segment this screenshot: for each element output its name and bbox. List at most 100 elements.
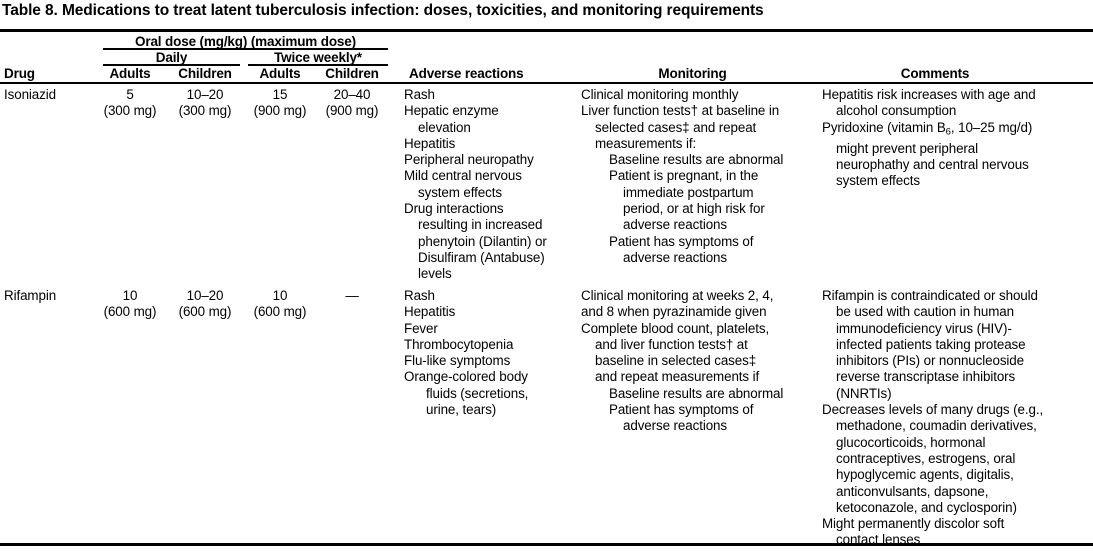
list-item: adverse reactions bbox=[623, 249, 727, 265]
monitoring-list: Clinical monitoring at weeks 2, 4, and 8… bbox=[581, 288, 819, 435]
cell-daily-adults: 5 (300 mg) bbox=[95, 87, 165, 120]
list-item: adverse reactions bbox=[623, 217, 727, 233]
cell-twice-adults: 15 (900 mg) bbox=[246, 87, 314, 120]
rule-oral-dose-span bbox=[103, 48, 388, 50]
list-item: Rash bbox=[404, 288, 435, 303]
pyridoxine-text: Pyridoxine (vitamin B6, 10–25 mg/d) bbox=[822, 119, 1033, 138]
adverse-reactions-list: Rash Hepatic enzyme elevation Hepatitis … bbox=[404, 87, 582, 283]
list-item: baseline in selected cases‡ bbox=[595, 353, 757, 369]
monitoring-list: Clinical monitoring monthly Liver functi… bbox=[581, 87, 819, 266]
dose-value: — bbox=[345, 288, 359, 303]
header-oral-dose-span: Oral dose (mg/kg) (maximum dose) bbox=[135, 34, 356, 49]
dose-value: 5 bbox=[126, 87, 134, 102]
list-item: elevation bbox=[418, 119, 471, 135]
list-item: Complete blood count, platelets, bbox=[581, 320, 770, 336]
dose-max: (300 mg) bbox=[178, 103, 232, 119]
list-item: Patient has symptoms of bbox=[609, 402, 754, 418]
dose-max: (300 mg) bbox=[103, 103, 157, 119]
header-daily-children: Children bbox=[178, 66, 232, 81]
cell-daily-children: 10–20 (300 mg) bbox=[166, 87, 244, 120]
dose-value: 10–20 bbox=[186, 87, 224, 102]
list-item: Clinical monitoring at weeks 2, 4, bbox=[581, 288, 774, 303]
header-daily-adults: Adults bbox=[109, 66, 151, 81]
list-item: immediate postpartum bbox=[623, 184, 754, 200]
list-item: measurements if: bbox=[595, 135, 697, 151]
list-item-pyridoxine: Pyridoxine (vitamin B6, 10–25 mg/d) bbox=[822, 120, 1090, 141]
cell-comments: Hepatitis risk increases with age and al… bbox=[822, 87, 1090, 189]
list-item: ketoconazole, and cyclosporin) bbox=[836, 499, 1017, 515]
dose-value: 20–40 bbox=[333, 87, 371, 102]
list-item: neurophathy and central nervous bbox=[836, 156, 1029, 172]
rule-bottom bbox=[0, 543, 1093, 546]
list-item: methadone, coumadin derivatives, bbox=[836, 418, 1037, 434]
header-adverse-reactions: Adverse reactions bbox=[409, 66, 524, 81]
list-item: Peripheral neuropathy bbox=[404, 152, 534, 168]
list-item: Fever bbox=[404, 320, 438, 336]
list-item: system effects bbox=[836, 173, 920, 189]
list-item: immunodeficiency virus (HIV)- bbox=[836, 320, 1012, 336]
list-item: Decreases levels of many drugs (e.g., bbox=[822, 402, 1044, 418]
list-item: Mild central nervous bbox=[404, 168, 522, 184]
list-item: Drug interactions bbox=[404, 201, 504, 217]
list-item: anticonvulsants, dapsone, bbox=[836, 483, 989, 499]
list-item: and liver function tests† at bbox=[595, 336, 748, 352]
list-item: Flu-like symptoms bbox=[404, 353, 511, 369]
list-item: Might permanently discolor soft bbox=[822, 516, 1005, 532]
list-item: and 8 when pyrazinamide given bbox=[581, 304, 767, 320]
list-item: Disulfiram (Antabuse) bbox=[418, 249, 545, 265]
header-comments: Comments bbox=[900, 66, 970, 81]
cell-adverse-reactions: Rash Hepatic enzyme elevation Hepatitis … bbox=[404, 87, 582, 283]
header-drug: Drug bbox=[4, 66, 35, 81]
dose-value: 10 bbox=[272, 288, 288, 303]
rule-top bbox=[0, 29, 1093, 32]
list-item: adverse reactions bbox=[623, 418, 727, 434]
table-row: Isoniazid bbox=[4, 87, 56, 102]
comments-list: Rifampin is contraindicated or should be… bbox=[822, 288, 1090, 549]
cell-monitoring: Clinical monitoring monthly Liver functi… bbox=[581, 87, 819, 266]
header-twice-weekly: Twice weekly* bbox=[274, 50, 362, 65]
list-item: reverse transcriptase inhibitors bbox=[836, 369, 1016, 385]
adverse-reactions-list: Rash Hepatitis Fever Thrombocytopenia Fl… bbox=[404, 288, 582, 418]
list-item: infected patients taking protease bbox=[836, 336, 1026, 352]
cell-daily-adults: 10 (600 mg) bbox=[95, 288, 165, 321]
list-item: selected cases‡ and repeat bbox=[595, 119, 757, 135]
dose-max: (600 mg) bbox=[253, 304, 307, 320]
dose-value: 10 bbox=[122, 288, 138, 303]
cell-twice-children: — bbox=[313, 288, 391, 304]
dose-max: (600 mg) bbox=[178, 304, 232, 320]
list-item: Hepatitis bbox=[404, 304, 456, 320]
cell-twice-children: 20–40 (900 mg) bbox=[313, 87, 391, 120]
list-item: Patient has symptoms of bbox=[609, 233, 754, 249]
list-item: inhibitors (PIs) or nonnucleoside bbox=[836, 353, 1024, 369]
list-item: Baseline results are abnormal bbox=[609, 152, 784, 168]
rule-twice-weekly-span bbox=[248, 64, 388, 66]
dose-value: 10–20 bbox=[186, 288, 224, 303]
cell-adverse-reactions: Rash Hepatitis Fever Thrombocytopenia Fl… bbox=[404, 288, 582, 418]
list-item: Clinical monitoring monthly bbox=[581, 87, 739, 102]
list-item: Hepatitis risk increases with age and bbox=[822, 87, 1036, 102]
header-twice-adults: Adults bbox=[259, 66, 301, 81]
list-item: Thrombocytopenia bbox=[404, 336, 514, 352]
dose-max: (900 mg) bbox=[325, 103, 379, 119]
dose-max: (900 mg) bbox=[253, 103, 307, 119]
list-item: glucocorticoids, hormonal bbox=[836, 434, 986, 450]
cell-twice-adults: 10 (600 mg) bbox=[246, 288, 314, 321]
list-item: urine, tears) bbox=[426, 402, 497, 418]
list-item: might prevent peripheral bbox=[836, 140, 979, 156]
list-item: phenytoin (Dilantin) or bbox=[418, 233, 547, 249]
list-item: Rifampin is contraindicated or should bbox=[822, 288, 1038, 303]
dose-max: (600 mg) bbox=[103, 304, 157, 320]
list-item: alcohol consumption bbox=[836, 103, 957, 119]
list-item: (NNRTIs) bbox=[836, 385, 892, 401]
page-title: Table 8. Medications to treat latent tub… bbox=[2, 2, 764, 19]
table-row: Rifampin bbox=[4, 288, 57, 303]
list-item: Patient is pregnant, in the bbox=[609, 168, 759, 184]
list-item: system effects bbox=[418, 184, 502, 200]
cell-daily-children: 10–20 (600 mg) bbox=[166, 288, 244, 321]
list-item: hypoglycemic agents, digitalis, bbox=[836, 467, 1014, 483]
list-item: Orange-colored body bbox=[404, 369, 528, 385]
comments-list: Hepatitis risk increases with age and al… bbox=[822, 87, 1090, 189]
header-twice-children: Children bbox=[325, 66, 379, 81]
list-item: Baseline results are abnormal bbox=[609, 385, 784, 401]
